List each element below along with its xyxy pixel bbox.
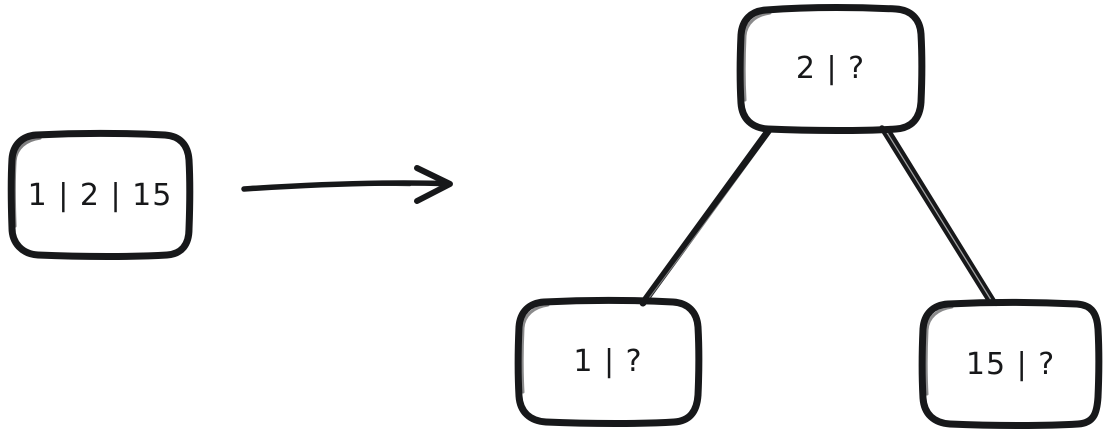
- edge-root-left: [639, 126, 773, 307]
- tree-right-child-node[interactable]: [918, 299, 1103, 429]
- edge-root-right: [879, 125, 999, 307]
- tree-left-child-node[interactable]: [514, 297, 703, 427]
- tree-root-node[interactable]: [736, 4, 926, 134]
- transformation-arrow: [241, 165, 453, 204]
- source-list-node[interactable]: [7, 130, 194, 260]
